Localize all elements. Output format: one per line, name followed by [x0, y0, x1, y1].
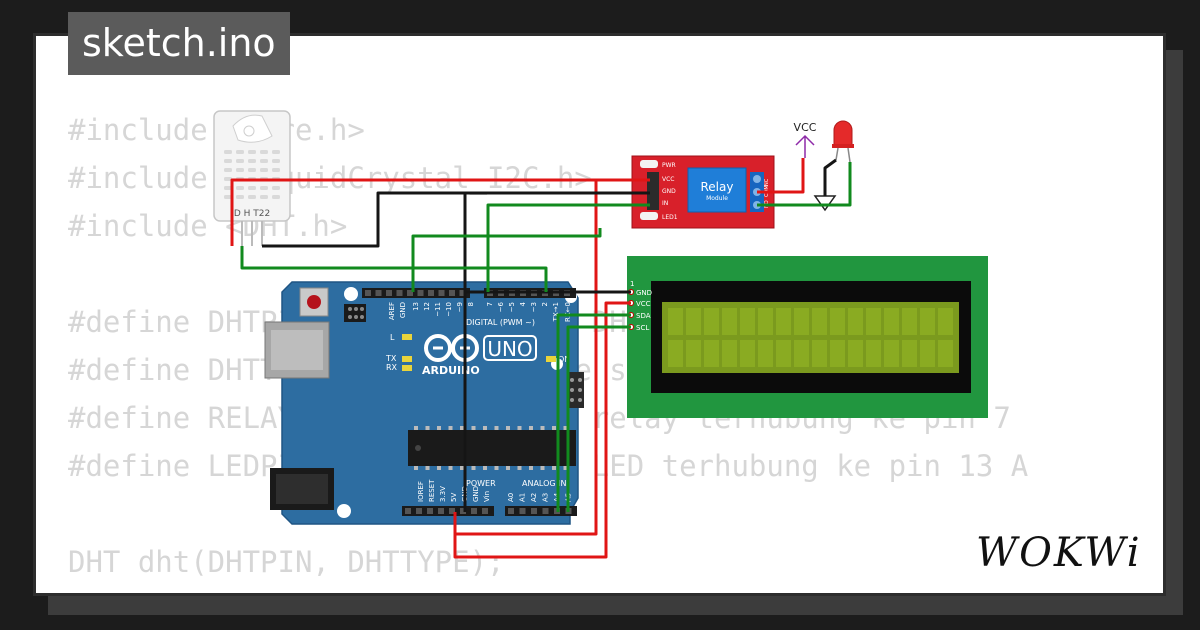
wokwi-logo-text: WOKWi: [976, 530, 1142, 576]
relay-pwr-label: PWR: [662, 162, 676, 169]
mount-hole: [337, 504, 351, 518]
vcc-symbol: VCC: [794, 121, 817, 158]
uno-label: UNO: [487, 337, 532, 361]
ground-symbol: [813, 195, 837, 212]
wire-green-lcd-sda: [556, 313, 631, 512]
relay-led1: [640, 212, 658, 220]
power-header: [402, 506, 494, 516]
wire-green-dht-data: [240, 246, 548, 292]
digital-pin-label: 13: [412, 302, 420, 311]
digital-pin-label: ~6: [497, 301, 505, 312]
lcd-pin-scl: SCL: [636, 324, 649, 332]
icsp-header: [344, 304, 366, 322]
board-leds: L TX RX ON: [385, 333, 570, 372]
wire-black-dht-gnd: [262, 191, 650, 248]
digital-label: DIGITAL (PWM ~): [466, 318, 535, 327]
wire-red-relay-vcc: [453, 180, 598, 536]
power-pin-label: IOREF: [417, 481, 425, 502]
digital-pin-label: 4: [519, 301, 527, 306]
analog-pin-label: A2: [530, 493, 538, 502]
led-label-rx: RX: [386, 363, 398, 372]
wires: [230, 158, 852, 559]
wire-red-dht-vcc: [230, 178, 650, 246]
led-label-tx: TX: [385, 354, 397, 363]
uno-box: [483, 335, 537, 361]
icsp-right-header: [568, 372, 584, 408]
wire-green-relay-led: [757, 162, 852, 207]
relay-module[interactable]: PWR LED1 VCC GND IN Relay Module NC COM …: [631, 155, 775, 229]
lcd-pin-gnd: GND: [636, 289, 652, 297]
power-pin-label: GND: [472, 486, 480, 502]
lcd-pin-number: 1: [630, 280, 634, 288]
digital-pin-label: ~3: [530, 302, 538, 312]
power-pin-label: Vin: [483, 491, 491, 502]
led-label-l: L: [390, 333, 395, 342]
digital-pin-label: AREF: [388, 302, 396, 320]
lcd-pin-sda: SDA: [636, 312, 651, 320]
wire-green-led: [413, 172, 600, 292]
analog-pin-label: A1: [519, 493, 527, 502]
code-preview: #include <Wire.h>#include <LiquidCrystal…: [68, 106, 1028, 586]
relay-title: Relay: [701, 180, 734, 194]
relay-pwr-led: [640, 160, 658, 168]
digital-pin-label: TX→1: [552, 302, 560, 322]
relay-pin-in: IN: [662, 200, 668, 207]
relay-subtitle: Module: [706, 195, 728, 202]
led-label-on: ON: [558, 355, 570, 364]
code-line: #include <DHT.h>: [68, 209, 348, 243]
wire-black-ground: [823, 158, 837, 196]
digital-pin-label: ~9: [456, 302, 464, 312]
wire-green-relay-in: [486, 203, 650, 292]
relay-block: [687, 167, 747, 213]
digital-pin-label: RX←0: [564, 302, 572, 322]
lcd-16x2[interactable]: 1 GND VCC SDA SCL: [627, 256, 988, 418]
digital-pin-label: ~11: [434, 302, 442, 317]
wire-green-led-pin13: [413, 218, 640, 292]
code-line: #define LEDPIN 13 // Pin LED terhubung k…: [68, 449, 1029, 483]
dht-label: D H T22: [234, 209, 270, 219]
code-line: DHT dht(DHTPIN, DHTTYPE);: [68, 545, 505, 579]
relay-led1-label: LED1: [662, 214, 678, 221]
wire-red-vcc-relay: [757, 158, 805, 194]
file-title: sketch.ino: [68, 12, 290, 75]
power-pin-label: RESET: [428, 479, 436, 502]
wire-red-lcd-vcc: [453, 301, 631, 559]
reset-button[interactable]: [299, 287, 329, 317]
mount-hole: [344, 287, 358, 301]
relay-pin-gnd: GND: [662, 188, 676, 195]
digital-pin-label: 12: [423, 302, 431, 311]
digital-pin-label: 8: [467, 302, 475, 306]
power-label: POWER: [466, 479, 496, 488]
wokwi-logo: WOKWi: [976, 530, 1142, 576]
relay-pin-vcc: VCC: [662, 176, 674, 183]
lcd-pin-vcc: VCC: [636, 300, 651, 308]
atmega-chip: [408, 426, 576, 470]
analog-label: ANALOG IN: [522, 479, 567, 488]
power-pin-label: 3.3V: [439, 486, 447, 502]
digital-pin-label: GND: [399, 302, 407, 318]
digital-pin-label: 2: [541, 302, 549, 306]
digital-pin-label: ~10: [445, 302, 453, 317]
digital-header-1: [362, 288, 470, 298]
digital-pin-label: 7: [486, 302, 494, 306]
digital-pin-label: ~5: [508, 302, 516, 312]
arduino-brand: ARDUINO: [422, 364, 480, 377]
analog-header: [505, 506, 577, 516]
wire-green-pin13: [411, 228, 602, 292]
red-led[interactable]: [832, 120, 854, 163]
relay-terminal-nc: NC: [764, 178, 770, 186]
wire-green-lcd-scl: [566, 325, 631, 512]
vcc-label: VCC: [794, 121, 817, 134]
analog-pin-label: A0: [507, 493, 515, 502]
analog-pin-label: A3: [542, 493, 550, 502]
power-pin-label: 5V: [450, 493, 458, 502]
